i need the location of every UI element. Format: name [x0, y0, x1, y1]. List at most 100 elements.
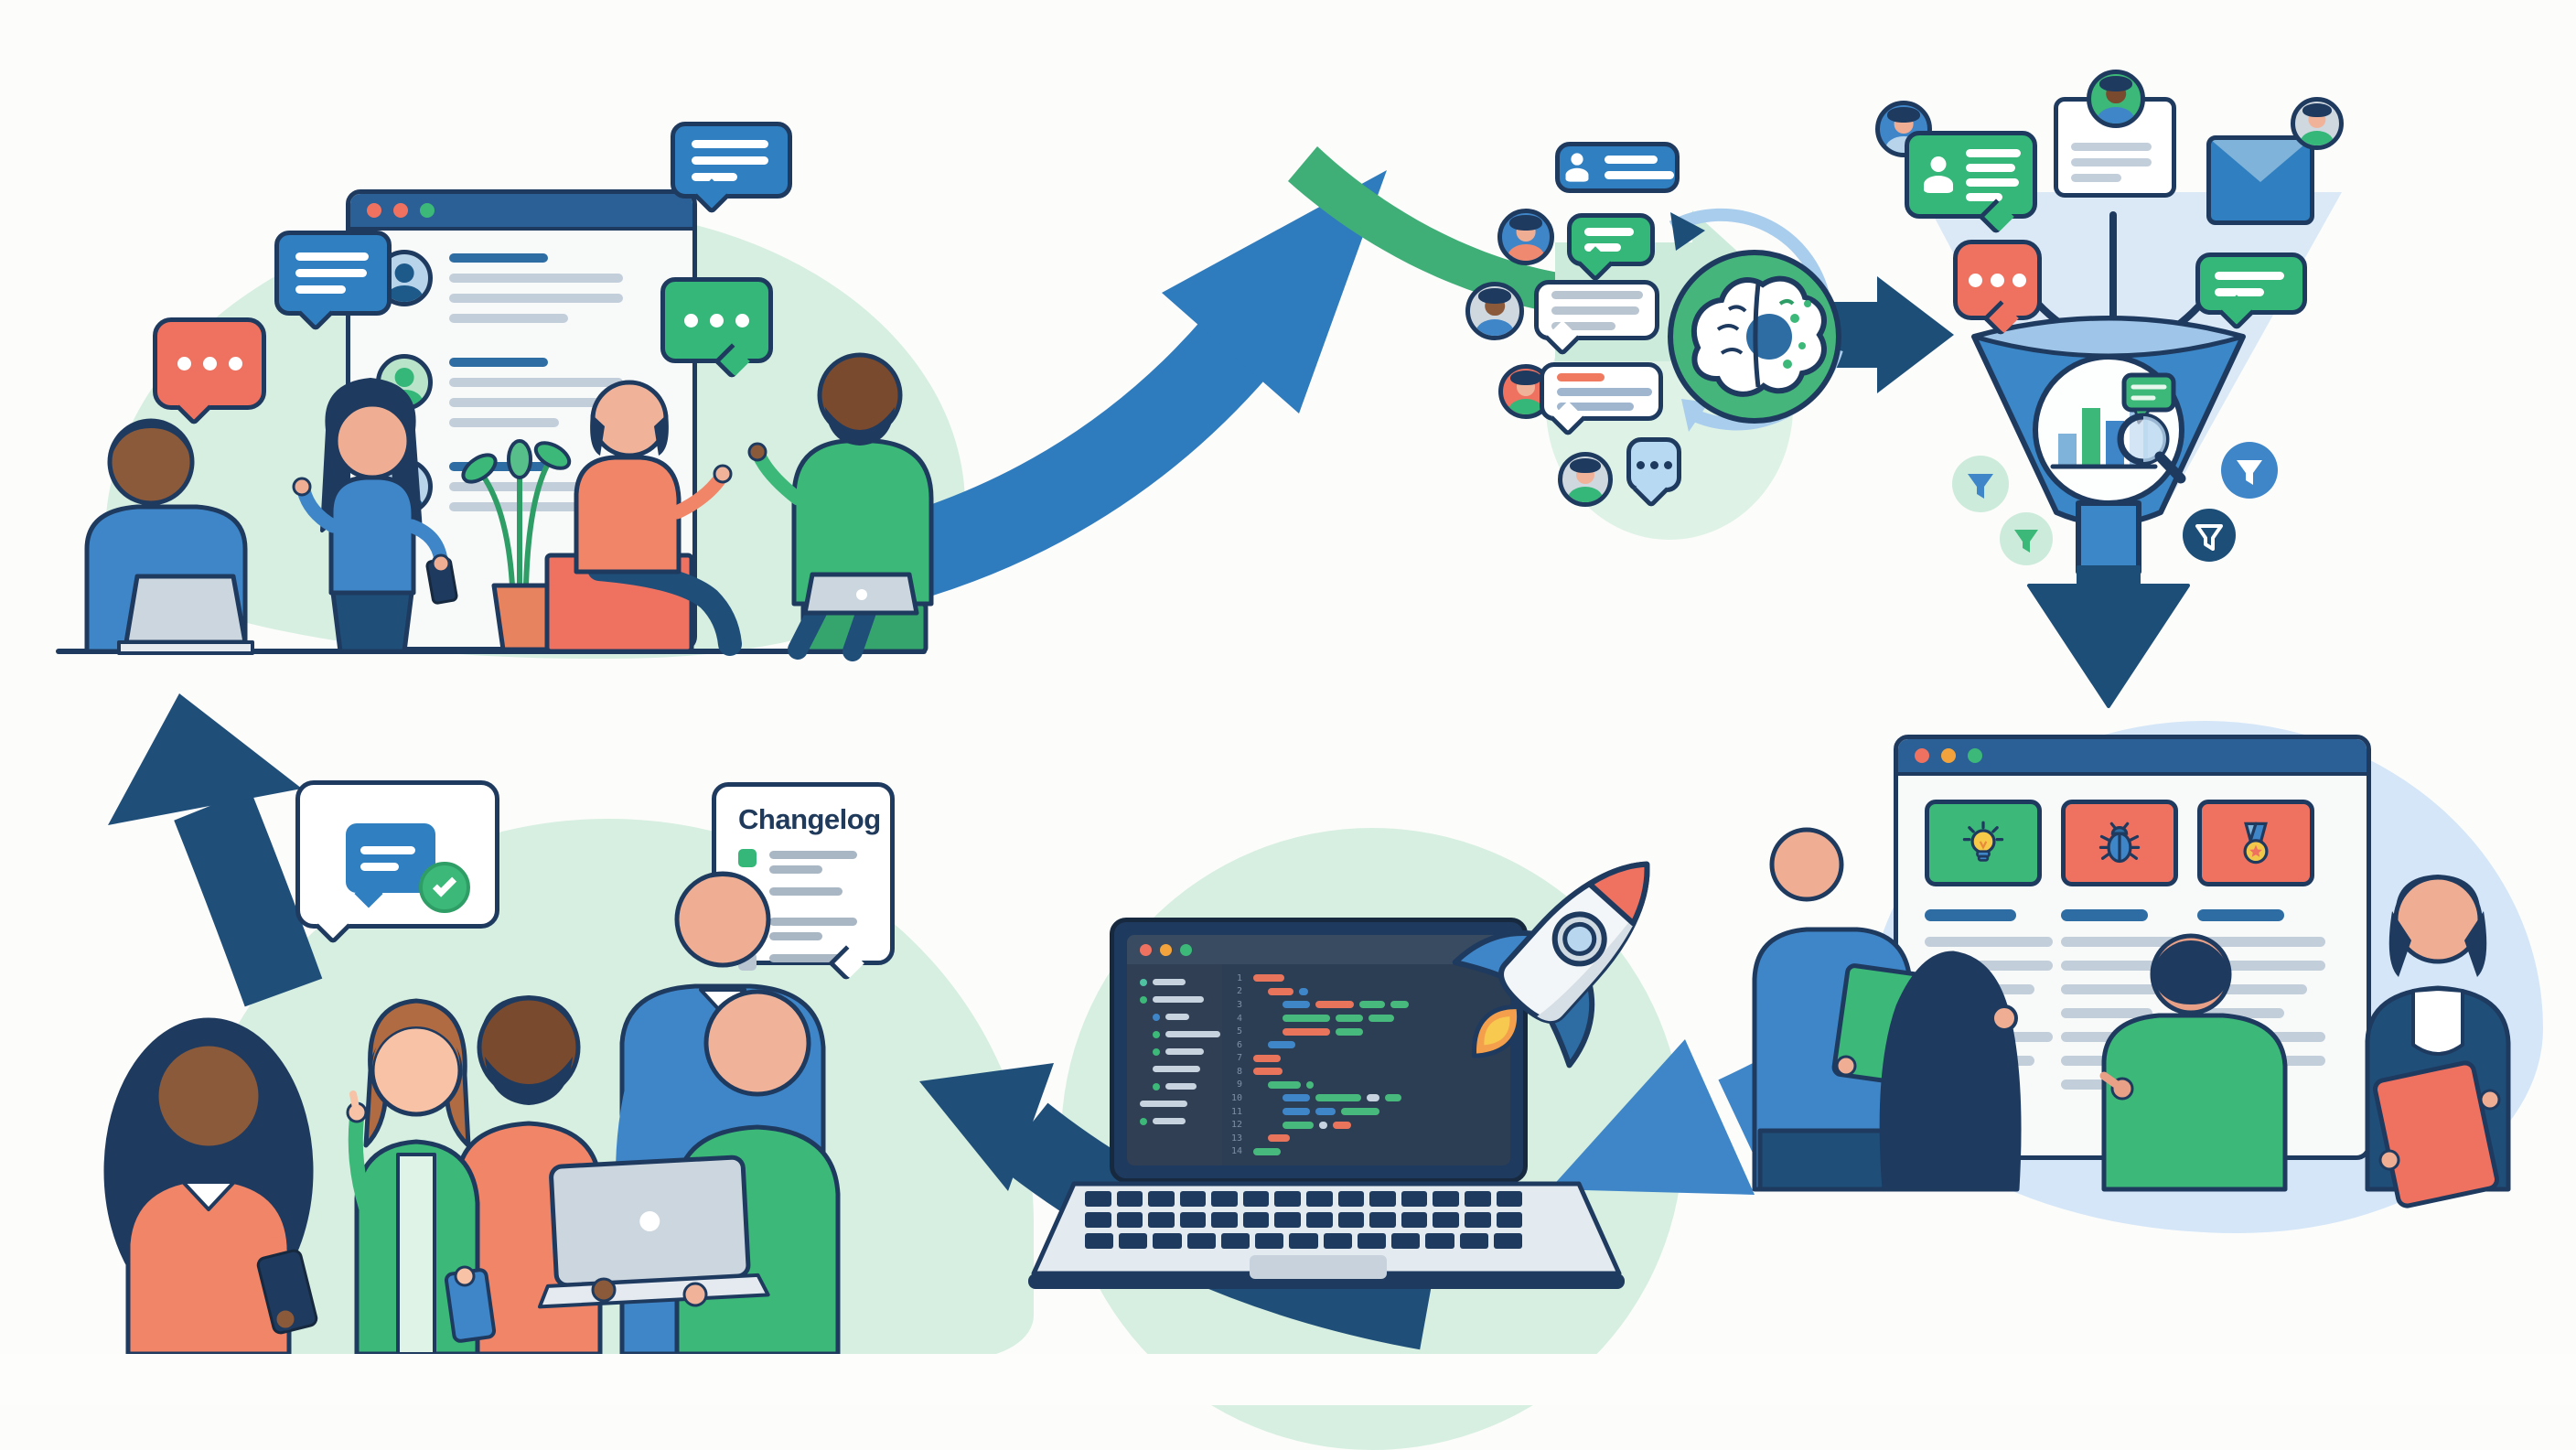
keyboard-key: [1459, 1233, 1488, 1249]
funnel-icon: [2195, 524, 2223, 551]
placeholder-line: [769, 851, 857, 859]
indent: [1134, 1016, 1147, 1017]
person-woman-curly-phone: [103, 1017, 318, 1357]
sidebar-line: [1165, 1083, 1197, 1090]
chat-bubble-icon: [1534, 280, 1659, 357]
placeholder-line: [449, 398, 605, 407]
keyboard-key: [1148, 1191, 1175, 1207]
indent: [1134, 1051, 1147, 1052]
line-number: 6: [1236, 1039, 1242, 1050]
arrow-funnel-to-board: [2027, 565, 2190, 708]
hair: [1570, 458, 1601, 473]
keyboard-key: [1464, 1212, 1491, 1228]
comment-icon: [2121, 372, 2176, 413]
post-lines: [449, 354, 623, 427]
laptop-icon: [537, 1155, 770, 1309]
placeholder-line: [449, 274, 623, 283]
code-token: [1283, 1027, 1330, 1036]
person-woman-standing: [292, 378, 458, 654]
keyboard-key: [1289, 1233, 1318, 1249]
chat-bubble-icon: [2195, 252, 2307, 331]
line-number: 1: [1236, 972, 1242, 983]
typing-dot: [1991, 273, 2004, 287]
placeholder-line: [769, 954, 857, 962]
award-card: [2197, 800, 2314, 886]
release-people: [103, 871, 841, 1357]
code-line: 13: [1228, 1132, 1505, 1145]
typing-hand: [591, 1277, 617, 1303]
board-window-titlebar: [1898, 739, 2367, 776]
user-avatar-icon: [2087, 70, 2145, 128]
person-man-green-pointing: [2099, 933, 2288, 1192]
chat-bubble-icon: [1540, 362, 1663, 437]
window-dot: [1941, 748, 1956, 763]
keyboard-key: [1119, 1233, 1148, 1249]
arrow-users-to-community: [174, 789, 323, 1007]
rocket-fin: [1549, 982, 1595, 1069]
placeholder-line: [1551, 321, 1615, 330]
message-lines: [360, 845, 421, 871]
placeholder-line: [2197, 909, 2284, 921]
window-dot: [1180, 943, 1192, 956]
typing-hand: [682, 1282, 708, 1307]
code-token: [1359, 1001, 1385, 1009]
user-avatar-icon: [1558, 452, 1613, 507]
placeholder-line: [2215, 271, 2284, 280]
typing-dot: [1663, 460, 1672, 469]
code-token: [1390, 1001, 1409, 1009]
keyboard-row: [1085, 1212, 1523, 1228]
hair: [2302, 102, 2333, 118]
code-line: 8: [1228, 1065, 1505, 1079]
keyboard-key: [1337, 1212, 1365, 1228]
envelope-flap: [2211, 140, 2310, 182]
bubble-lines: [2215, 271, 2288, 296]
code-line: 3: [1228, 998, 1505, 1012]
code-token: [1306, 1080, 1314, 1089]
placeholder-line: [449, 418, 559, 427]
placeholder-line: [295, 252, 369, 261]
placeholder-line: [1965, 177, 2019, 187]
placeholder-line: [360, 862, 399, 871]
typing-dots-icon: [153, 317, 266, 426]
line-number: 12: [1230, 1120, 1242, 1131]
bug-issue-icon: [2098, 822, 2141, 863]
code-line: 4: [1228, 1012, 1505, 1026]
keyboard-key: [1369, 1191, 1396, 1207]
typing-dot: [1636, 460, 1645, 469]
sidebar-line: [1153, 1066, 1200, 1072]
person-woman-sitting-orange-box: [544, 380, 742, 656]
funnel-badges: [1952, 442, 2278, 565]
bug-card: [2061, 800, 2178, 886]
indent: [1248, 1138, 1262, 1139]
arrow-board-to-build-head: [1550, 1039, 1755, 1195]
bottom-margin: [0, 1354, 2576, 1405]
placeholder-line: [692, 156, 768, 165]
chat-bubble-icon: [274, 231, 392, 332]
keyboard-key: [1211, 1191, 1238, 1207]
window-dot: [367, 203, 381, 218]
person-man-laptop: [84, 418, 254, 655]
code-line: 7: [1228, 1051, 1505, 1065]
trackpad: [1250, 1255, 1387, 1279]
code-token: [1268, 987, 1293, 995]
line-number: 3: [1236, 999, 1242, 1010]
placeholder-line: [449, 314, 568, 323]
indent: [1134, 1034, 1147, 1035]
bubble-lines: [295, 252, 370, 294]
code-line: 12: [1228, 1118, 1505, 1132]
line-number: 11: [1230, 1106, 1242, 1117]
keyboard-key: [1433, 1212, 1459, 1228]
placeholder-line: [2197, 984, 2307, 994]
typing-dots-icon: [1626, 437, 1681, 509]
keyboard-key: [1274, 1212, 1302, 1228]
keyboard-key: [1391, 1233, 1421, 1249]
line-number: 10: [1230, 1092, 1242, 1103]
code-line: 6: [1228, 1038, 1505, 1052]
typing-dot: [735, 313, 749, 328]
feedback-loop-illustration: { "illustration": { "title_text_visible"…: [0, 0, 2576, 1405]
placeholder-line: [2061, 984, 2189, 994]
code-token: [1253, 974, 1284, 983]
placeholder-line: [1551, 290, 1643, 299]
code-token: [1253, 1068, 1283, 1076]
hair: [1510, 371, 1541, 385]
